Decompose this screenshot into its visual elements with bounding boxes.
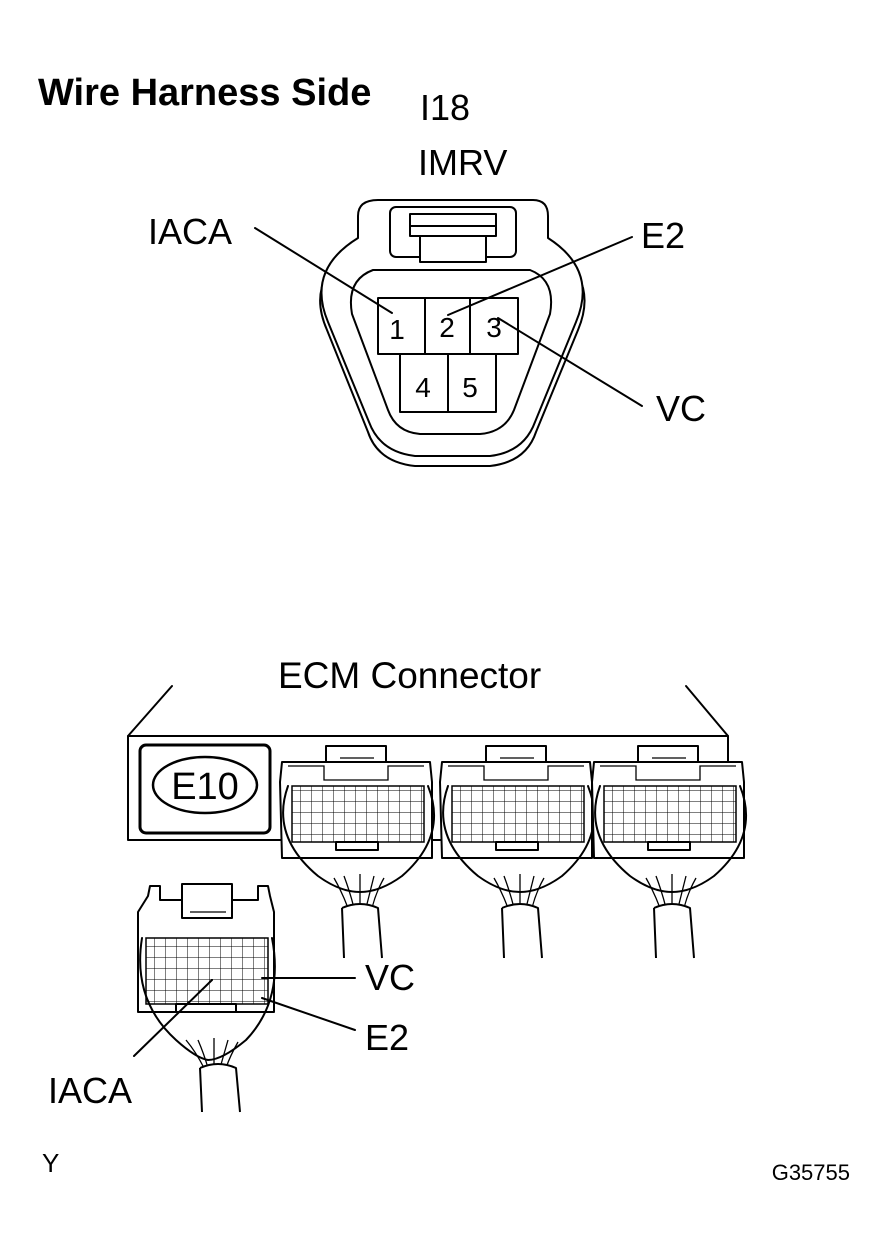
imrv-pin-block-top [377, 297, 519, 355]
ecm-leader-iaca [133, 979, 213, 1057]
imrv-leader-iaca [254, 227, 393, 314]
footer-left-label: Y [42, 1148, 59, 1178]
imrv-pin-2: 2 [439, 312, 455, 343]
imrv-pin-4: 4 [415, 372, 431, 403]
e10-keyway [175, 1003, 237, 1013]
imrv-connector-inner-shell [350, 269, 552, 435]
ecm-housing-edge [685, 685, 729, 737]
ecm-label-e2: E2 [365, 1017, 409, 1058]
imrv-pin-1: 1 [389, 314, 405, 345]
ecm-label-iaca: IACA [48, 1070, 132, 1111]
imrv-connector-name: IMRV [418, 142, 507, 183]
imrv-connector-code: I18 [420, 87, 470, 128]
e10-wire-bundle [199, 1063, 241, 1113]
e10-wire [185, 1039, 205, 1069]
imrv-leader-e2 [447, 236, 633, 316]
e10-latch [181, 883, 233, 919]
ecm-code-ellipse [151, 755, 259, 815]
ecm-leader-e2 [261, 997, 356, 1031]
ecm-housing-edge [127, 685, 173, 737]
e10-harness-boot [139, 937, 276, 1061]
ecm-connector-a [279, 745, 436, 959]
imrv-label-e2: E2 [641, 215, 685, 256]
ecm-code-box [138, 743, 272, 835]
ecm-connector-title: ECM Connector [278, 655, 541, 696]
imrv-connector: 1 2 3 4 5 [319, 199, 586, 467]
imrv-latch-base [419, 235, 487, 263]
e10-wire [197, 1039, 209, 1069]
e10-pin-grid [145, 937, 269, 1005]
figure-id: G35755 [772, 1160, 850, 1185]
e10-wire [225, 1041, 239, 1069]
imrv-label-vc: VC [656, 388, 706, 429]
ecm-label-vc: VC [365, 957, 415, 998]
ecm-connector-b [439, 745, 596, 959]
imrv-pin-5: 5 [462, 372, 478, 403]
imrv-leader-vc [497, 317, 643, 407]
ecm-connector-code: E10 [171, 766, 239, 808]
ecm-connector-c [591, 745, 748, 959]
diagram-title: Wire Harness Side [38, 72, 371, 114]
imrv-label-iaca: IACA [148, 211, 232, 252]
imrv-pin-3: 3 [486, 312, 502, 343]
e10-connector-detail [137, 883, 276, 1113]
